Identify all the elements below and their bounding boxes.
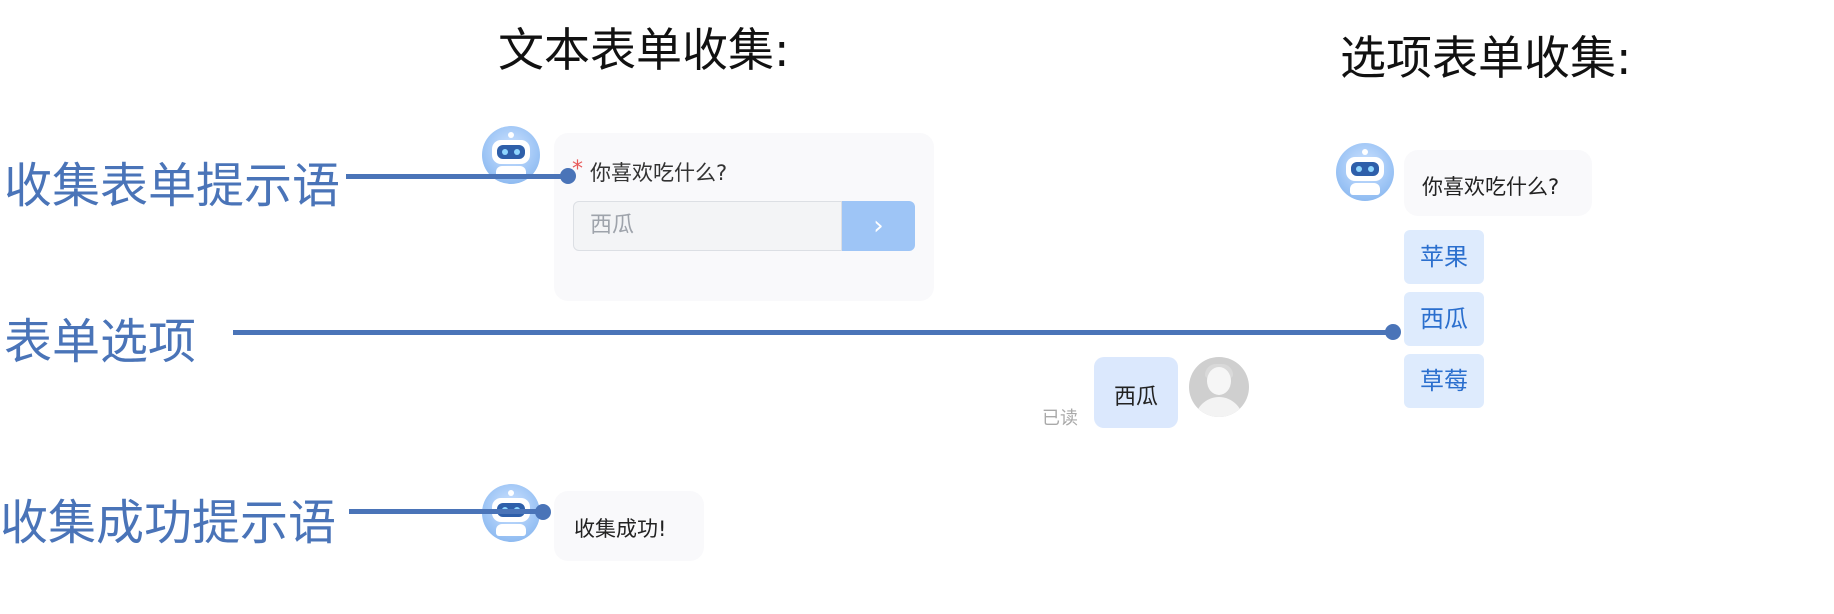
option-form-heading: 选项表单收集:: [1340, 31, 1632, 85]
user-reply-bubble: 西瓜: [1094, 357, 1178, 428]
user-avatar: [1189, 357, 1249, 417]
annotation-prompt-label: 收集表单提示语: [4, 158, 341, 214]
annotation-options-line: [233, 330, 1393, 335]
option-apple-button[interactable]: 苹果: [1404, 230, 1484, 284]
user-reply-text: 西瓜: [1113, 385, 1158, 410]
success-message-text: 收集成功!: [574, 517, 667, 541]
success-message-card: 收集成功!: [554, 491, 704, 561]
option-form-question-card: 你喜欢吃什么?: [1404, 150, 1592, 216]
text-form-question: 你喜欢吃什么?: [590, 161, 728, 185]
text-form-card: * 你喜欢吃什么? 西瓜 ›: [554, 133, 934, 301]
annotation-success-dot: [535, 504, 551, 520]
annotation-success-label: 收集成功提示语: [0, 495, 337, 551]
answer-input[interactable]: 西瓜: [573, 201, 842, 251]
chevron-right-icon: ›: [873, 211, 884, 241]
required-mark: *: [572, 157, 583, 182]
annotation-options-dot: [1385, 324, 1401, 340]
annotation-prompt-line: [346, 174, 566, 179]
submit-button[interactable]: ›: [842, 201, 915, 251]
text-form-heading: 文本表单收集:: [498, 23, 790, 77]
option-form-question: 你喜欢吃什么?: [1422, 175, 1560, 199]
option-strawberry-button[interactable]: 草莓: [1404, 354, 1484, 408]
option-watermelon-button[interactable]: 西瓜: [1404, 292, 1484, 346]
annotation-options-label: 表单选项: [4, 314, 197, 370]
bot-avatar: [1336, 143, 1394, 201]
annotation-prompt-dot: [560, 168, 576, 184]
annotation-success-line: [349, 509, 547, 514]
read-status-label: 已读: [1042, 408, 1078, 429]
